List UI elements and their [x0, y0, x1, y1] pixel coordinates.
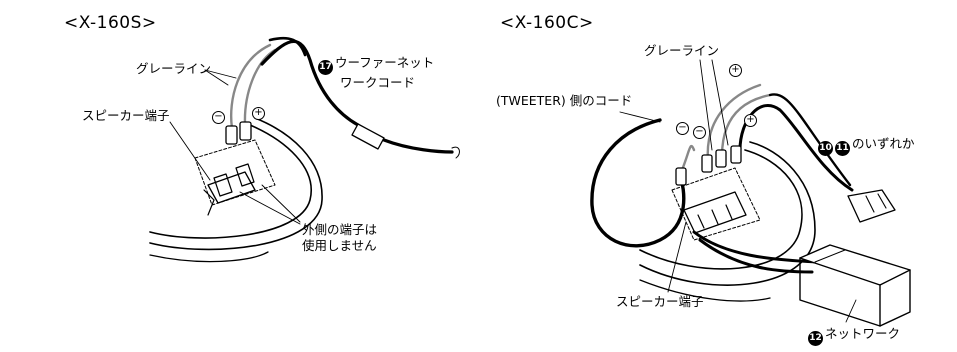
left-speaker-illustration	[149, 36, 460, 263]
left-model-title: <X-160S>	[64, 13, 157, 33]
left-minus-icon: −	[212, 111, 225, 124]
number-11-badge: 11	[835, 141, 850, 156]
number-10-badge: 10	[818, 141, 833, 156]
right-model-title: <X-160C>	[500, 13, 594, 33]
right-speaker-illustration	[590, 59, 911, 327]
right-tweeter-cord-label: (TWEETER) 側のコード	[496, 93, 633, 108]
right-minus-icon-2: −	[693, 126, 706, 139]
right-terminal-label: スピーカー端子	[616, 294, 704, 309]
right-plus-icon-1: +	[729, 64, 742, 77]
right-gray-line-label: グレーライン	[644, 43, 720, 58]
number-17-badge: 17	[318, 60, 333, 75]
right-plus-icon-2: +	[744, 114, 757, 127]
left-plus-icon: +	[252, 107, 265, 120]
left-terminal-label: スピーカー端子	[82, 108, 170, 123]
number-12-badge: 12	[808, 331, 823, 346]
left-gray-line-label: グレーライン	[136, 61, 212, 76]
right-minus-icon-1: −	[676, 122, 689, 135]
left-outer-terminal-note: 外側の端子は使用しません	[302, 222, 378, 253]
